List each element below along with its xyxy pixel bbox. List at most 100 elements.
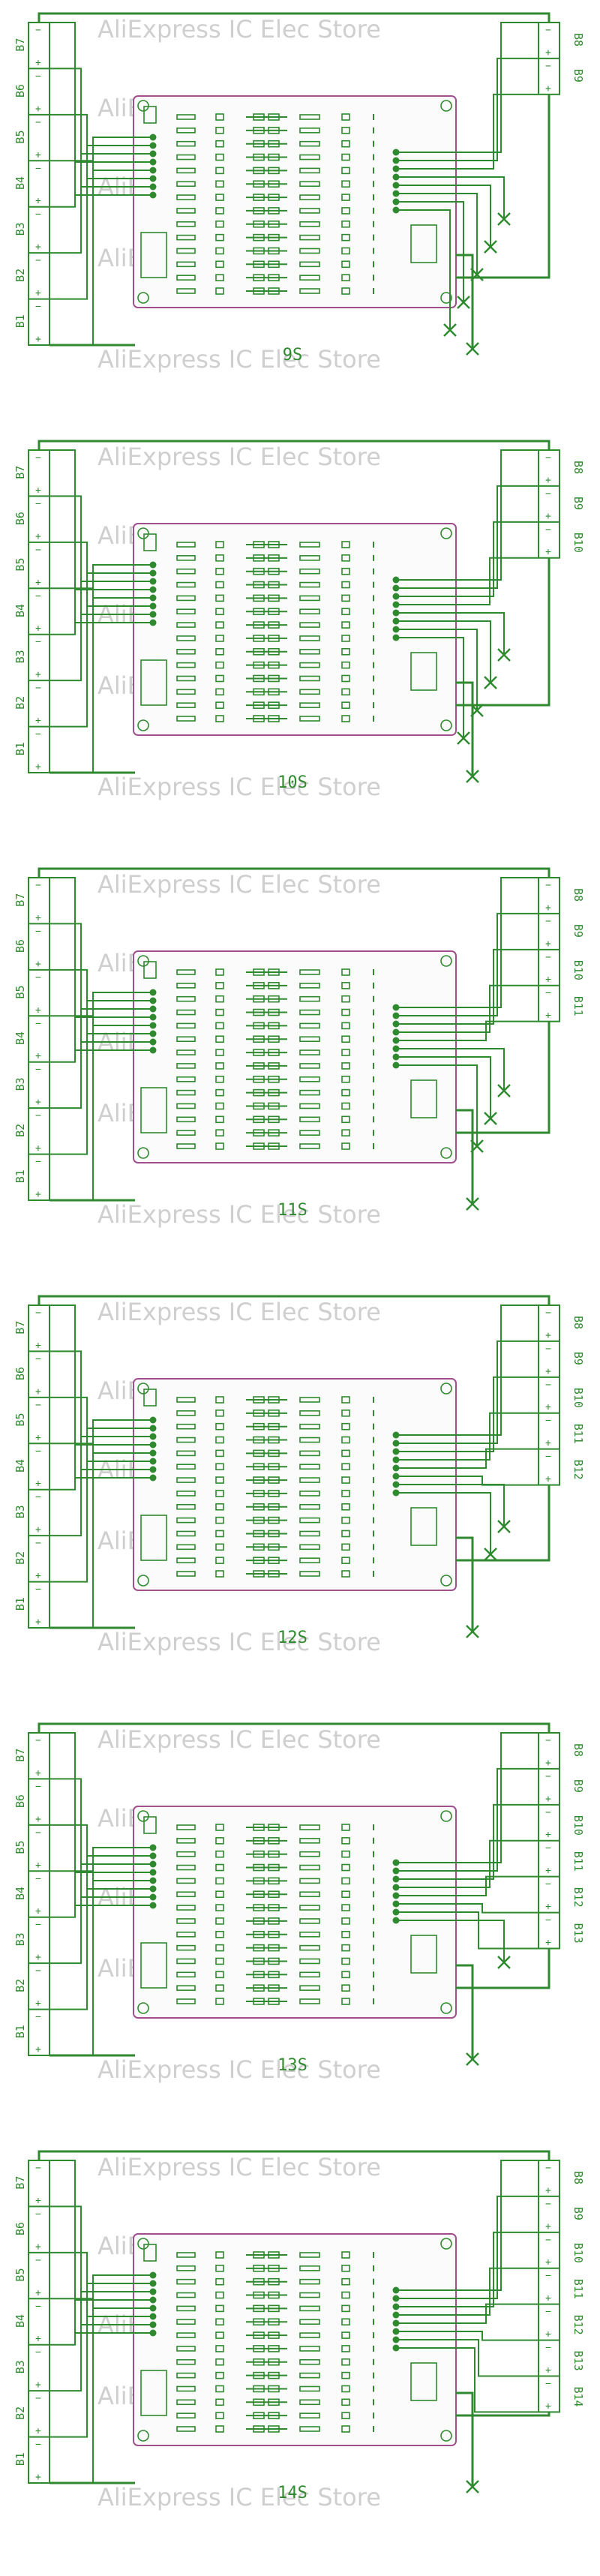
cell-label-b12: B12 [572, 2315, 585, 2335]
smd-capacitor [215, 247, 224, 255]
cell-label-b8: B8 [572, 1743, 585, 1757]
smd-capacitor [341, 127, 350, 134]
smd-capacitor [215, 2398, 224, 2406]
smd-capacitor [215, 608, 224, 616]
smd-capacitor [215, 621, 224, 629]
smd-capacitor [215, 1410, 224, 1417]
minus-sign: − [545, 1344, 551, 1355]
smd-capacitor [341, 140, 350, 148]
smd-resistor [176, 2385, 196, 2392]
smd-capacitor [341, 1142, 350, 1150]
plus-sign: + [35, 1906, 41, 1917]
cell-label-b3: B3 [14, 222, 27, 236]
plus-sign: + [35, 2334, 41, 2345]
top-interconnect-wire [38, 440, 550, 450]
smd-capacitor [341, 2304, 350, 2313]
mosfet-cluster [410, 1507, 437, 1546]
smd-capacitor [341, 2371, 350, 2379]
minus-sign: − [35, 2347, 41, 2358]
smd-resistor [176, 288, 196, 294]
watermark-text: AliExpress IC Elec Store [98, 443, 381, 471]
minus-sign: − [35, 1492, 41, 1503]
smd-resistor [176, 542, 196, 548]
smd-resistor [299, 1130, 320, 1136]
smd-resistor [176, 1851, 196, 1857]
smd-capacitor [215, 1917, 224, 1925]
cell-label-b10: B10 [572, 533, 585, 553]
smd-capacitor [215, 715, 224, 722]
smd-capacitor [215, 1877, 224, 1885]
smd-capacitor [341, 1422, 350, 1431]
plus-sign: + [545, 1438, 551, 1449]
minus-sign: − [545, 452, 551, 464]
unused-x-mark [484, 676, 497, 689]
watermark-text: AliExpress IC Elec Store [98, 1200, 381, 1229]
minus-sign: − [35, 545, 41, 556]
plus-sign: + [35, 1479, 41, 1490]
smd-resistor [299, 114, 320, 120]
balance-wire [396, 449, 538, 581]
minus-sign: − [35, 1064, 41, 1076]
plus-sign: + [35, 196, 41, 207]
smd-resistor [176, 622, 196, 628]
smd-resistor [176, 275, 196, 281]
smd-resistor [176, 1464, 196, 1470]
smd-resistor [176, 595, 196, 602]
unused-wire [396, 1048, 505, 1091]
balance-wire [396, 1448, 538, 1469]
smd-resistor [176, 689, 196, 695]
smd-capacitor [215, 554, 224, 562]
balance-wire [50, 1008, 153, 1109]
top-interconnect-wire [38, 1295, 550, 1305]
smd-resistor [299, 2372, 320, 2379]
minus-sign: − [545, 988, 551, 999]
watermark-text: AliExpress IC Elec Store [98, 1298, 381, 1326]
unused-wire [396, 1484, 505, 1527]
smd-resistor [299, 2426, 320, 2432]
smd-resistor [299, 2319, 320, 2325]
smd-resistor [299, 995, 320, 1002]
minus-sign: − [545, 2235, 551, 2246]
smd-resistor [176, 568, 196, 575]
balance-wire [396, 877, 538, 1008]
mosfet-cluster [410, 1079, 437, 1118]
unused-wire [396, 185, 491, 247]
smd-capacitor [341, 260, 350, 269]
smd-capacitor [341, 1930, 350, 1938]
plus-sign: + [545, 2364, 551, 2376]
output-lead [456, 1109, 474, 1204]
smd-resistor [299, 675, 320, 682]
balance-wire [50, 2160, 153, 2334]
smd-resistor [299, 555, 320, 561]
plus-sign: + [545, 475, 551, 486]
smd-resistor [299, 1571, 320, 1577]
smd-capacitor [341, 982, 350, 989]
smd-capacitor [341, 113, 350, 121]
smd-resistor [299, 662, 320, 668]
balance-wire [50, 1732, 153, 1906]
minus-sign: − [35, 1735, 41, 1746]
smd-resistor [299, 1958, 320, 1965]
minus-sign: − [35, 2012, 41, 2023]
smd-capacitor [341, 1998, 350, 2005]
mounting-hole [440, 2002, 452, 2014]
cell-label-b2: B2 [14, 2406, 27, 2420]
smd-resistor [176, 983, 196, 989]
smd-resistor [299, 1838, 320, 1844]
smd-resistor [176, 208, 196, 214]
smd-capacitor [215, 2425, 224, 2433]
balance-wire [50, 1436, 153, 1537]
smd-capacitor [215, 567, 224, 575]
plus-sign: + [35, 1097, 41, 1108]
smd-resistor [299, 1076, 320, 1082]
smd-capacitor [341, 1850, 350, 1858]
balance-wire [396, 984, 538, 1033]
smd-capacitor [215, 2331, 224, 2339]
plus-sign: + [545, 2293, 551, 2304]
smd-resistor [176, 1918, 196, 1924]
balance-wire [50, 1000, 153, 1155]
balance-wire [50, 2291, 153, 2392]
smd-capacitor [341, 2318, 350, 2326]
smd-capacitor [215, 635, 224, 642]
